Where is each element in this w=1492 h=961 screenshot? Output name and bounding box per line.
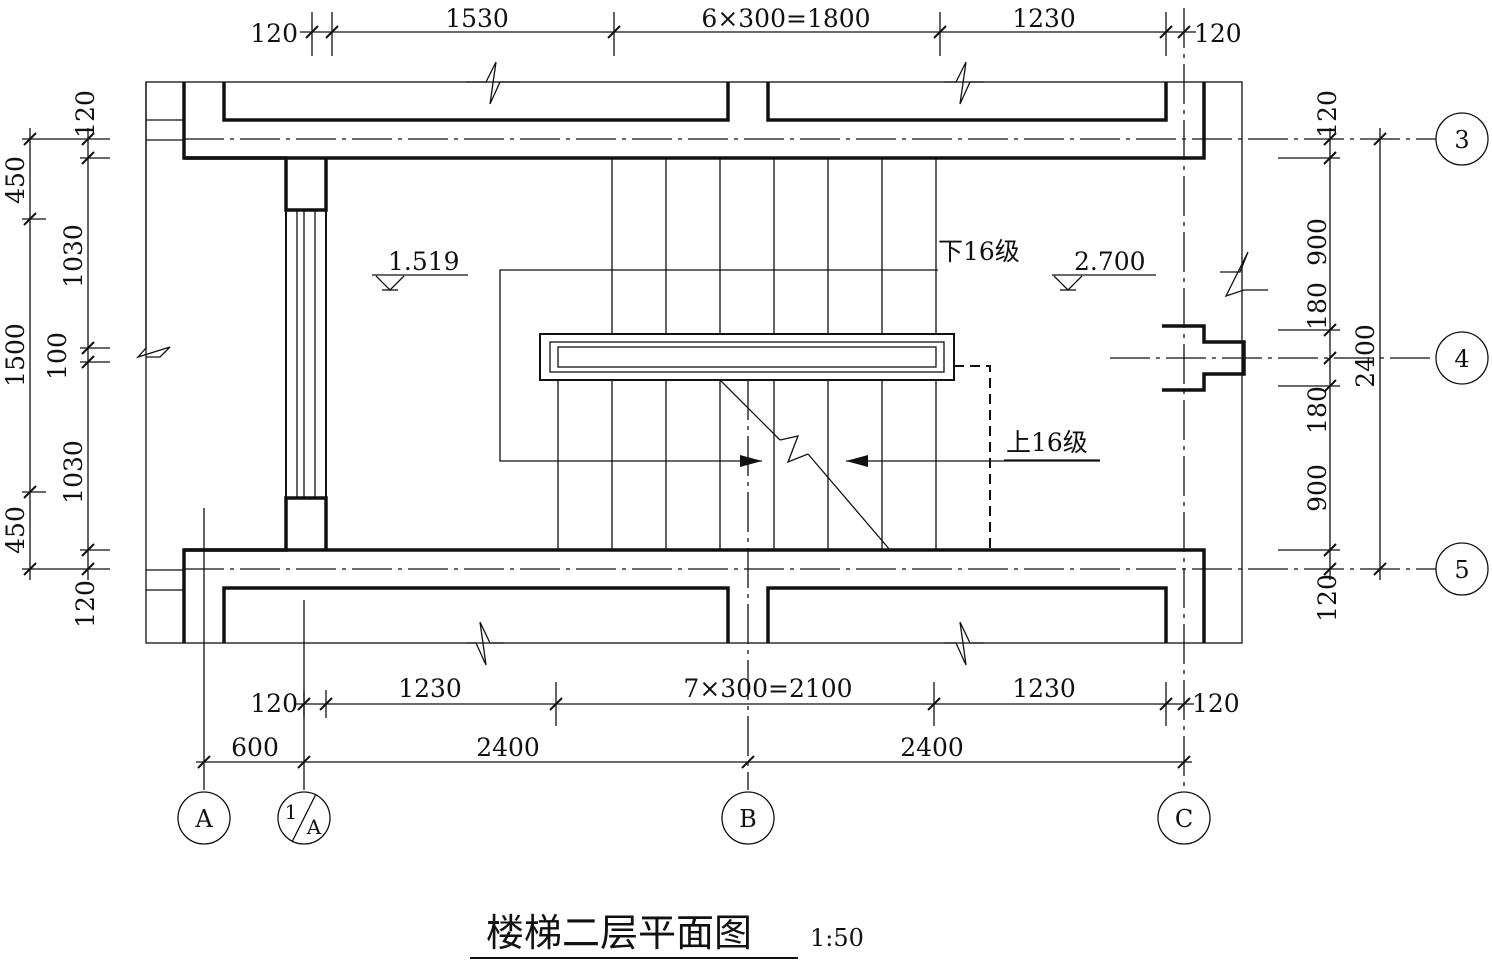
left-dimension-text: 450 1500 450 120 1030 100 1030 120 bbox=[1, 90, 100, 628]
bottom-dimension-line-1 bbox=[296, 682, 1194, 726]
elevation-mark-right: 2.700 bbox=[1052, 247, 1156, 291]
dim-left-120-bottom: 120 bbox=[71, 580, 100, 628]
cut-line bbox=[719, 379, 891, 551]
dim-left-450-bottom: 450 bbox=[1, 506, 30, 554]
axis-lines bbox=[184, 8, 1436, 790]
axis-bubble-B: B bbox=[721, 791, 775, 845]
dim-right-180-bottom: 180 bbox=[1303, 386, 1332, 434]
dim-left-1030-top: 1030 bbox=[59, 224, 88, 288]
dim-bottom-2400-left: 2400 bbox=[476, 733, 540, 762]
dim-bottom-120-right: 120 bbox=[1192, 689, 1240, 718]
axis-label-4: 4 bbox=[1454, 345, 1469, 373]
elevation-label-right: 2.700 bbox=[1074, 247, 1146, 276]
up-steps-label: 上16级 bbox=[1006, 428, 1088, 457]
stair-labels: 下16级 上16级 bbox=[938, 237, 1100, 461]
dim-bottom-2400-right: 2400 bbox=[900, 733, 964, 762]
stair-well-handrail bbox=[539, 333, 991, 550]
axis-label-3: 3 bbox=[1454, 126, 1469, 154]
axis-bubble-4: 4 bbox=[1435, 331, 1489, 385]
dim-left-120-top: 120 bbox=[71, 90, 100, 138]
dim-top-1800: 6×300=1800 bbox=[701, 4, 870, 33]
axis-bubble-1A: 1 A bbox=[277, 791, 331, 845]
top-dimension-text: 120 1530 6×300=1800 1230 120 bbox=[250, 4, 1241, 48]
bottom-dimension-text: 120 1230 7×300=2100 1230 120 600 2400 24… bbox=[231, 674, 1240, 762]
axis-bubble-3: 3 bbox=[1435, 112, 1489, 166]
bottom-dimension-line-2 bbox=[196, 755, 1192, 769]
dim-left-100: 100 bbox=[43, 332, 72, 380]
stair-treads bbox=[557, 158, 937, 550]
right-dimension-lines bbox=[1278, 128, 1387, 580]
dim-left-1500: 1500 bbox=[1, 323, 30, 387]
right-dimension-text: 120 900 180 180 900 120 2400 bbox=[1303, 90, 1380, 622]
axis-label-A: A bbox=[194, 805, 213, 833]
axis-bubble-C: C bbox=[1157, 791, 1211, 845]
down-steps-label: 下16级 bbox=[938, 237, 1020, 266]
axis-label-B: B bbox=[739, 805, 757, 833]
dim-right-2400: 2400 bbox=[1351, 324, 1380, 388]
dim-bottom-1230-right: 1230 bbox=[1012, 674, 1076, 703]
direction-arrow-up bbox=[846, 455, 1100, 467]
axis-label-1A-den: A bbox=[306, 815, 322, 839]
dim-top-1230: 1230 bbox=[1012, 4, 1076, 33]
right-column bbox=[1162, 251, 1268, 392]
axis-bubble-5: 5 bbox=[1435, 542, 1489, 596]
dim-right-120-bottom: 120 bbox=[1313, 574, 1342, 622]
dim-bottom-1230-left: 1230 bbox=[398, 674, 462, 703]
top-dimension-line bbox=[300, 12, 1196, 56]
dim-top-120-right: 120 bbox=[1194, 19, 1242, 48]
axis-label-5: 5 bbox=[1454, 556, 1469, 584]
axis-bubble-A: A bbox=[177, 791, 231, 845]
axis-label-1A-num: 1 bbox=[285, 800, 298, 824]
dim-left-450-top: 450 bbox=[1, 156, 30, 204]
dim-left-1030-bottom: 1030 bbox=[59, 440, 88, 504]
drawing-title: 楼梯二层平面图 bbox=[486, 911, 752, 955]
dim-bottom-600: 600 bbox=[231, 733, 279, 762]
top-wall bbox=[182, 61, 1206, 160]
drawing-scale: 1:50 bbox=[810, 924, 864, 952]
dim-top-1530: 1530 bbox=[445, 4, 509, 33]
elevation-mark-left: 1.519 bbox=[372, 247, 468, 291]
drawing-title-block: 楼梯二层平面图 1:50 bbox=[470, 911, 864, 959]
axis-label-C: C bbox=[1175, 805, 1193, 833]
dim-right-120-top: 120 bbox=[1313, 90, 1342, 138]
dim-right-900-top: 900 bbox=[1303, 218, 1332, 266]
dim-bottom-120-left: 120 bbox=[250, 689, 298, 718]
direction-arrow-down bbox=[499, 269, 938, 467]
dim-bottom-2100: 7×300=2100 bbox=[683, 674, 852, 703]
left-wall-window bbox=[184, 156, 328, 552]
dim-right-180-top: 180 bbox=[1303, 282, 1332, 330]
elevation-label-left: 1.519 bbox=[388, 247, 460, 276]
dim-top-120-left: 120 bbox=[250, 19, 298, 48]
left-dimension-lines bbox=[22, 128, 110, 580]
bottom-wall bbox=[182, 548, 1206, 666]
outer-boundary bbox=[135, 81, 1243, 644]
dim-right-900-bottom: 900 bbox=[1303, 464, 1332, 512]
